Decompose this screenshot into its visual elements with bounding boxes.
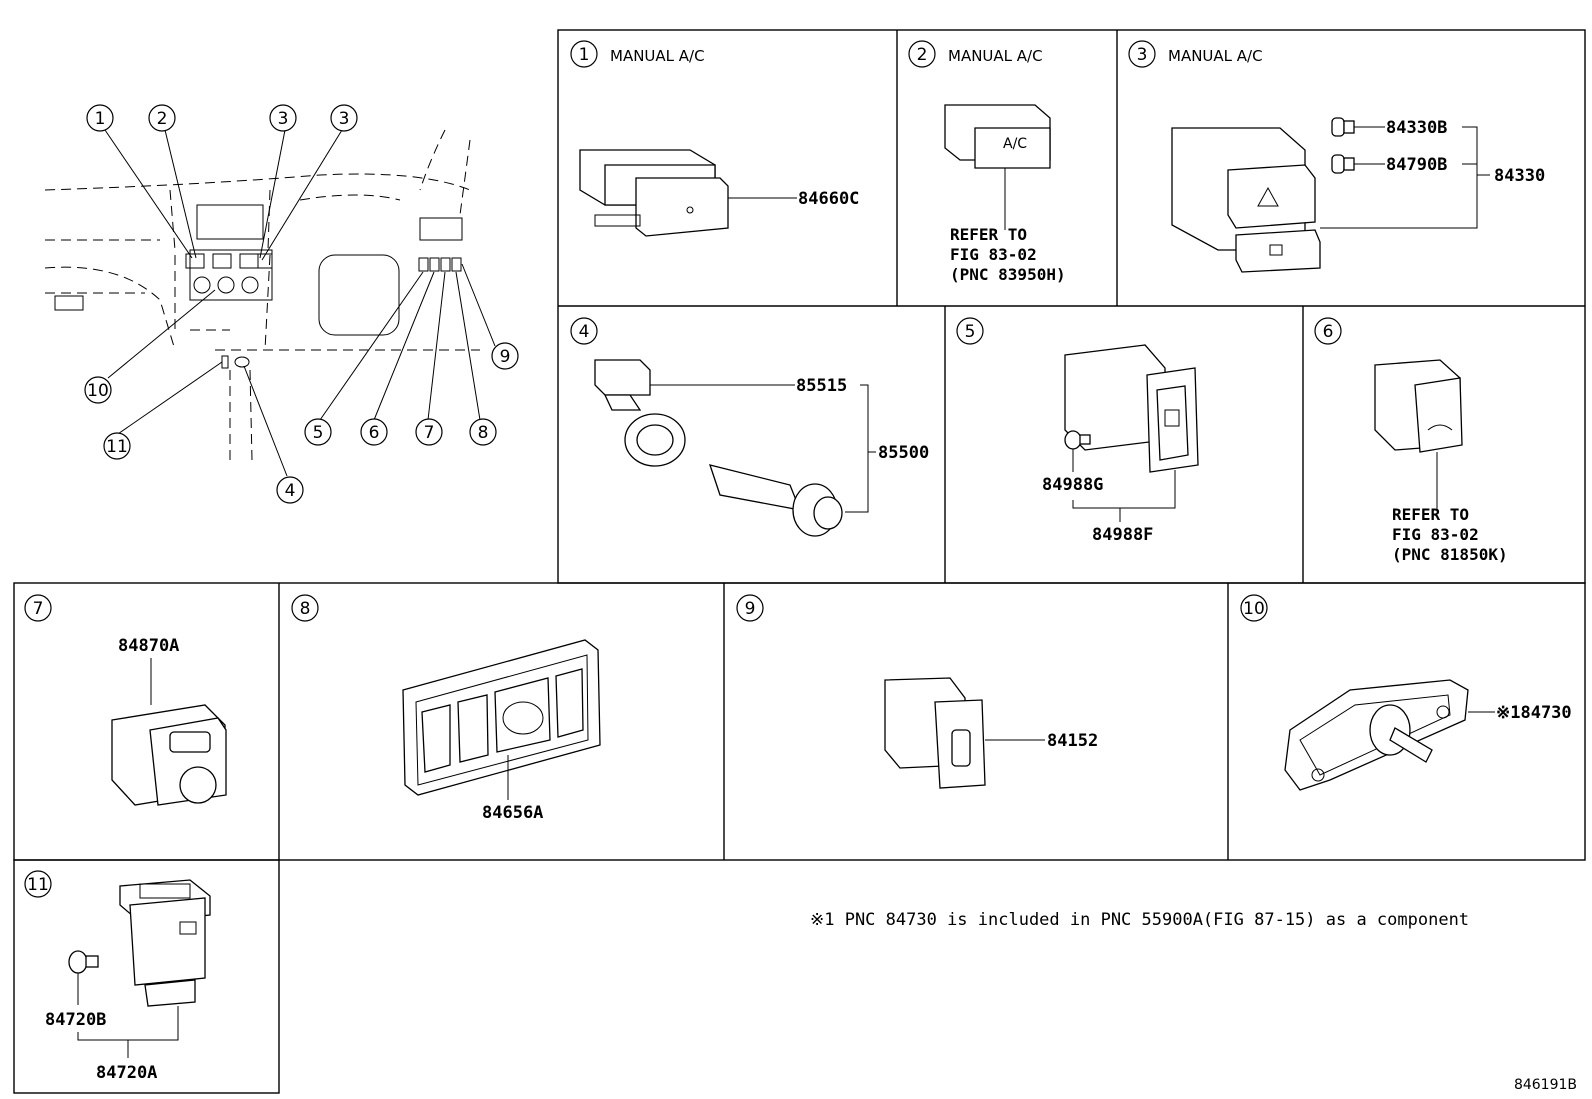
svg-text:11: 11 bbox=[27, 875, 49, 895]
callout-7: 7 bbox=[415, 418, 443, 446]
overview-callouts: 1 2 3 3 10 11 4 5 6 7 8 9 bbox=[84, 104, 519, 504]
svg-text:REFER TO: REFER TO bbox=[1392, 505, 1469, 524]
mirror-switch-84870A bbox=[111, 704, 227, 806]
svg-text:REFER TO: REFER TO bbox=[950, 225, 1027, 244]
svg-text:4: 4 bbox=[285, 481, 296, 501]
lighter-85500 bbox=[709, 464, 843, 537]
svg-text:8: 8 bbox=[478, 423, 489, 443]
svg-text:10: 10 bbox=[1243, 599, 1265, 619]
footnote: ※1 PNC 84730 is included in PNC 55900A(F… bbox=[810, 910, 1469, 930]
svg-text:MANUAL A/C: MANUAL A/C bbox=[948, 47, 1043, 65]
switch-84660C bbox=[579, 149, 729, 237]
svg-text:85500: 85500 bbox=[878, 443, 929, 463]
bulb-84790B bbox=[1331, 154, 1355, 174]
svg-text:MANUAL A/C: MANUAL A/C bbox=[1168, 47, 1263, 65]
bulb-84720B bbox=[68, 950, 99, 974]
switch-refer-81850K bbox=[1374, 359, 1463, 453]
callout-2: 2 bbox=[148, 104, 176, 132]
callout-4: 4 bbox=[276, 476, 304, 504]
svg-text:6: 6 bbox=[369, 423, 380, 443]
callout-1: 1 bbox=[86, 104, 114, 132]
bulb-84330B bbox=[1331, 117, 1355, 137]
svg-text:5: 5 bbox=[313, 423, 324, 443]
figure-code: 846191B bbox=[1514, 1077, 1577, 1093]
svg-text:3: 3 bbox=[1137, 45, 1148, 65]
callout-6: 6 bbox=[360, 418, 388, 446]
panel-2: 2 MANUAL A/C A/C REFER TO FIG 83-02 (PNC… bbox=[908, 40, 1066, 284]
svg-text:9: 9 bbox=[745, 599, 756, 619]
panel-grid bbox=[13, 29, 1586, 1094]
switch-84730 bbox=[1284, 679, 1469, 791]
svg-text:2: 2 bbox=[917, 45, 928, 65]
svg-text:(PNC 83950H): (PNC 83950H) bbox=[950, 265, 1066, 284]
svg-text:84330B: 84330B bbox=[1386, 118, 1447, 138]
svg-text:1: 1 bbox=[95, 109, 106, 129]
svg-text:3: 3 bbox=[339, 109, 350, 129]
svg-text:84870A: 84870A bbox=[118, 636, 179, 656]
panel-6: 6 REFER TO FIG 83-02 (PNC 81850K) bbox=[1314, 317, 1508, 564]
svg-text:4: 4 bbox=[579, 322, 590, 342]
panel-1: 1 MANUAL A/C 84660C bbox=[570, 40, 859, 237]
callout-3a: 3 bbox=[269, 104, 297, 132]
panel-10: 10 ※184730 bbox=[1240, 594, 1572, 791]
socket-85515 bbox=[594, 359, 686, 467]
svg-text:84790B: 84790B bbox=[1386, 155, 1447, 175]
svg-text:9: 9 bbox=[500, 347, 511, 367]
panel-8: 8 84656A bbox=[291, 594, 601, 823]
svg-text:6: 6 bbox=[1323, 322, 1334, 342]
svg-text:84152: 84152 bbox=[1047, 731, 1098, 751]
svg-text:5: 5 bbox=[965, 322, 976, 342]
panel-3: 3 MANUAL A/C 84330B 84790B 84330 bbox=[1128, 40, 1545, 273]
panel-7: 7 84870A bbox=[24, 594, 227, 806]
svg-text:8: 8 bbox=[300, 599, 311, 619]
svg-text:84720B: 84720B bbox=[45, 1010, 106, 1030]
callout-10: 10 bbox=[84, 376, 112, 404]
svg-text:(PNC 81850K): (PNC 81850K) bbox=[1392, 545, 1508, 564]
dashboard-overview bbox=[44, 129, 496, 477]
panel-4: 4 85515 85500 bbox=[570, 317, 929, 537]
callout-8: 8 bbox=[469, 418, 497, 446]
svg-text:84720A: 84720A bbox=[96, 1063, 157, 1083]
svg-text:FIG 83-02: FIG 83-02 bbox=[950, 245, 1037, 264]
panel-5: 5 84988G 84988F bbox=[956, 317, 1199, 545]
svg-text:MANUAL A/C: MANUAL A/C bbox=[610, 47, 705, 65]
svg-text:FIG 83-02: FIG 83-02 bbox=[1392, 525, 1479, 544]
svg-text:3: 3 bbox=[278, 109, 289, 129]
svg-text:84988G: 84988G bbox=[1042, 475, 1103, 495]
svg-text:A/C: A/C bbox=[1003, 136, 1027, 152]
svg-text:84988F: 84988F bbox=[1092, 525, 1153, 545]
dimmer-switch-84152 bbox=[884, 677, 986, 789]
svg-text:※184730: ※184730 bbox=[1496, 703, 1572, 723]
svg-text:7: 7 bbox=[33, 599, 44, 619]
callout-9: 9 bbox=[491, 342, 519, 370]
bezel-84656A bbox=[402, 639, 601, 796]
panel-11: 11 84720B 84720A bbox=[24, 870, 211, 1083]
svg-text:85515: 85515 bbox=[796, 376, 847, 396]
switch-refer-83950H: A/C bbox=[944, 104, 1051, 169]
svg-text:1: 1 bbox=[579, 45, 590, 65]
svg-text:11: 11 bbox=[106, 437, 128, 457]
callout-3b: 3 bbox=[330, 104, 358, 132]
hazard-defogger-switch-84330 bbox=[1171, 127, 1321, 273]
callout-5: 5 bbox=[304, 418, 332, 446]
svg-text:7: 7 bbox=[424, 423, 435, 443]
switch-84988F bbox=[1064, 344, 1199, 473]
panel-9: 9 84152 bbox=[736, 594, 1098, 789]
svg-text:10: 10 bbox=[87, 381, 109, 401]
svg-text:84330: 84330 bbox=[1494, 166, 1545, 186]
svg-text:2: 2 bbox=[157, 109, 168, 129]
svg-text:84660C: 84660C bbox=[798, 189, 859, 209]
svg-text:84656A: 84656A bbox=[482, 803, 543, 823]
switch-84720A bbox=[119, 879, 211, 1007]
callout-11: 11 bbox=[103, 432, 131, 460]
